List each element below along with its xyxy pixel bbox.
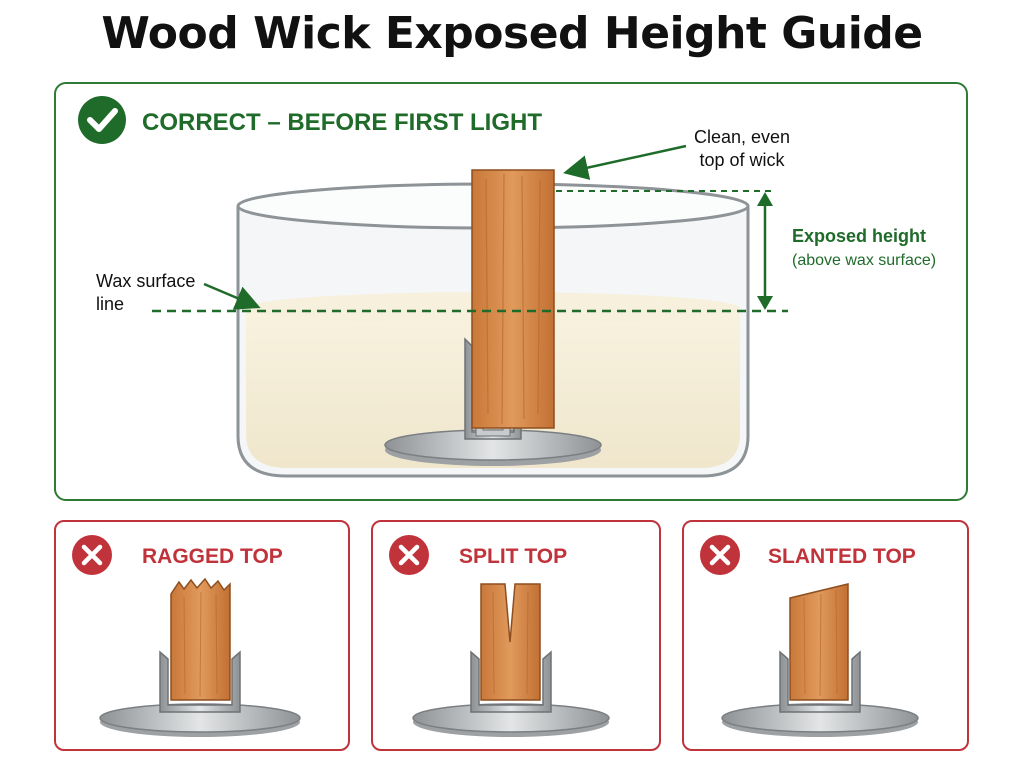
top-callout-line1: Clean, even (694, 127, 790, 147)
panel-heading: SLANTED TOP (768, 545, 916, 568)
page-title: Wood Wick Exposed Height Guide (101, 8, 923, 59)
height-callout-line1: Exposed height (792, 226, 926, 246)
top-callout-arrow (563, 144, 687, 180)
ragged-top-diagram: RAGGED TOP (72, 535, 301, 737)
correct-heading: CORRECT – BEFORE FIRST LIGHT (142, 109, 542, 136)
height-callout-line2: (above wax surface) (792, 252, 936, 269)
panel-heading: RAGGED TOP (142, 545, 283, 568)
slanted-wick (789, 583, 849, 701)
split-top-panel: SPLIT TOP (371, 520, 661, 751)
wood-wick (471, 169, 555, 429)
correct-diagram: CORRECT – BEFORE FIRST LIGHT (78, 96, 936, 478)
split-wick (480, 583, 541, 701)
slanted-top-panel: SLANTED TOP (682, 520, 969, 751)
correct-panel: CORRECT – BEFORE FIRST LIGHT (54, 82, 968, 501)
x-icon (389, 535, 429, 575)
check-icon (78, 96, 126, 144)
x-icon (72, 535, 112, 575)
exposed-height-arrow (757, 192, 773, 310)
slanted-top-diagram: SLANTED TOP (700, 535, 919, 737)
wax-callout-arrow (203, 282, 261, 310)
wax-callout-line2: line (96, 294, 124, 314)
wax-callout-line1: Wax surface (96, 271, 195, 291)
ragged-top-panel: RAGGED TOP (54, 520, 350, 751)
top-callout-line2: top of wick (699, 150, 785, 170)
split-top-diagram: SPLIT TOP (389, 535, 610, 737)
panel-heading: SPLIT TOP (459, 545, 567, 568)
x-icon (700, 535, 740, 575)
